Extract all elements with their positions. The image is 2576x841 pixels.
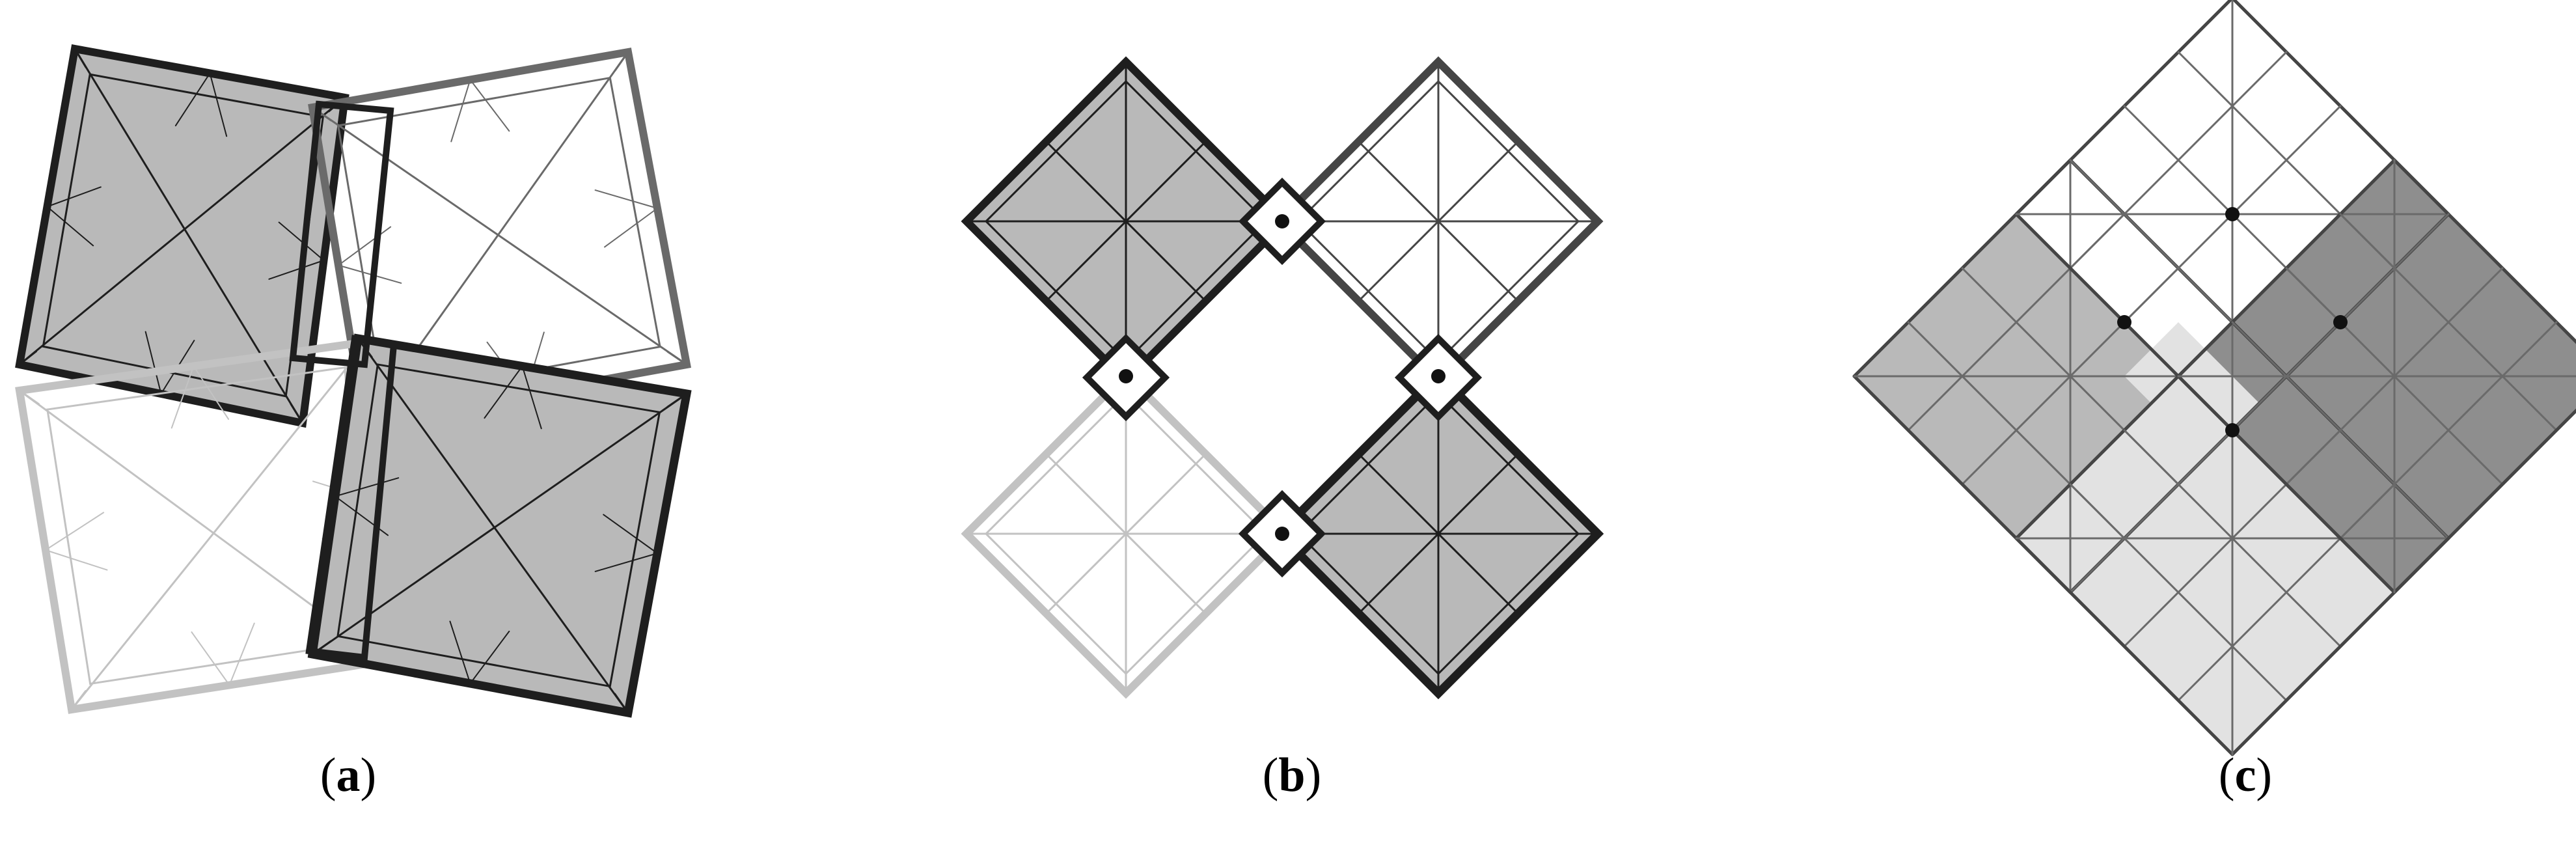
- diamond-c-bottom-right-grid-line: [2231, 321, 2450, 540]
- quad-a-bottom-right-frame: [307, 333, 692, 718]
- quad-a-bottom-right-corner-ray: [469, 630, 510, 684]
- diamond-c-bottom-right-grid-line: [2176, 374, 2396, 594]
- quad-a-overlap-box-bottom: [305, 335, 398, 661]
- quad-a-bottom-left-corner-ray: [228, 622, 255, 686]
- panel-b-diamond-quads: [961, 56, 1604, 700]
- quad-a-top-right-corner-ray: [604, 208, 658, 248]
- quad-a-bottom-left-corner-ray: [191, 631, 230, 686]
- quad-a-top-right-corner-ray: [338, 226, 392, 266]
- node-dot: [1275, 527, 1289, 541]
- diamond-c-bottom-left-grid-line: [2069, 483, 2288, 702]
- diamond-b-top-left-diagonal: [1045, 141, 1207, 302]
- node-dot: [1275, 214, 1289, 228]
- quad-a-top-left-diagonal: [74, 48, 304, 424]
- quad-a-overlap-box-top: [289, 100, 394, 368]
- quad-a-bottom-left-corner-ray: [193, 365, 230, 420]
- quad-a-bottom-right-diagonal: [357, 337, 629, 714]
- caption-b: (b): [1263, 749, 1321, 802]
- node-dot: [1431, 369, 1446, 383]
- quad-a-bottom-right-corner-ray: [484, 365, 523, 419]
- quad-a-top-right-frame: [308, 48, 692, 428]
- quad-a-top-left-corner-ray: [144, 331, 162, 394]
- diamond-c-bottom-left-grid-line: [2014, 536, 2234, 756]
- quad-a-top-left-corner-ray: [268, 260, 325, 280]
- diamond-b-bottom-right-frame: [1272, 368, 1604, 700]
- diamond-b-bottom-right-diagonal: [1358, 453, 1519, 614]
- diamond-b-bottom-left-diagonal: [1045, 453, 1207, 614]
- quad-a-top-left-corner-ray: [46, 186, 102, 208]
- quad-a-bottom-left-corner-ray: [45, 512, 105, 551]
- node-dot: [2225, 207, 2240, 221]
- diamond-b-bottom-left-frame: [961, 368, 1291, 699]
- quad-a-top-left-corner-ray: [46, 206, 94, 247]
- quad-a-bottom-left-corner-ray: [171, 365, 195, 429]
- quad-a-top-left-corner-ray: [209, 72, 228, 137]
- diamond-c-bottom-right-grid-line: [2339, 321, 2558, 540]
- quad-a-bottom-right-corner-ray: [335, 477, 400, 497]
- diamond-c-bottom-right-grid-line: [2392, 408, 2576, 594]
- quad-a-top-left-fill: [20, 49, 345, 423]
- quad-a-top-left-corner-ray: [174, 72, 211, 127]
- quad-a-top-right-corner-ray: [469, 79, 510, 132]
- quad-a-top-left-corner-ray: [278, 221, 325, 261]
- quad-a-bottom-left-diagonal: [70, 340, 369, 711]
- quad-a-bottom-right-corner-ray: [449, 620, 471, 684]
- panel-c-diamond-tiling-grid: [1852, 0, 2576, 756]
- node-dot: [2117, 315, 2131, 329]
- caption-a: (a): [320, 749, 376, 802]
- quad-a-bottom-right-fill: [312, 338, 687, 713]
- node-dot: [2333, 315, 2348, 329]
- quad-a-bottom-right-corner-ray: [521, 365, 542, 430]
- caption-c: (c): [2219, 749, 2272, 802]
- node-dot: [1119, 369, 1133, 383]
- quad-a-bottom-right-diagonal: [311, 393, 688, 655]
- quad-a-bottom-right-corner-ray: [603, 514, 658, 554]
- node-dot: [2225, 423, 2240, 437]
- quad-a-top-right-corner-ray: [594, 189, 658, 209]
- quad-a-top-right-corner-ray: [450, 79, 471, 143]
- quad-a-top-right-diagonal: [311, 106, 688, 366]
- quad-a-top-left-diagonal: [18, 96, 346, 366]
- quad-a-bottom-right-corner-ray: [594, 553, 658, 572]
- quad-a-top-right-corner-ray: [338, 264, 402, 284]
- quad-a-bottom-left-corner-ray: [45, 549, 108, 571]
- panel-a-rotated-square-quads: [15, 44, 692, 718]
- diamond-b-top-right-diagonal: [1358, 141, 1519, 302]
